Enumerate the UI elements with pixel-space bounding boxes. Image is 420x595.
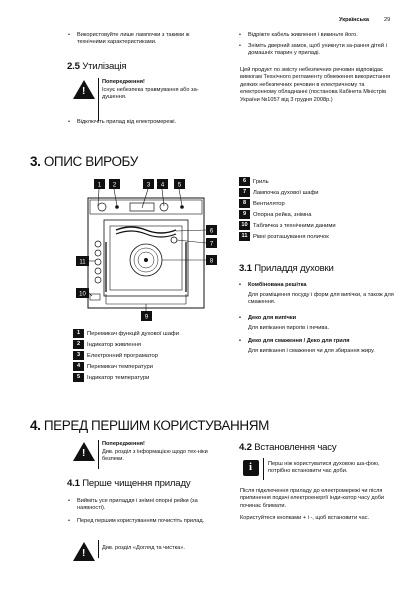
section-3-heading: 3. ОПИС ВИРОБУ — [30, 154, 138, 169]
callout-7 — [206, 238, 217, 248]
bullet-clean: Перед першим користуванням почистіть при… — [68, 518, 217, 526]
warning-title: Попередження! — [102, 79, 145, 85]
section-title: Встановлення часу — [254, 442, 337, 453]
legend-number: 6 — [239, 177, 250, 186]
callout-5 — [174, 179, 185, 189]
callout-2-text: 2 — [113, 183, 117, 189]
accessory-desc: Для випікання і смаження чи для збирання… — [248, 348, 375, 354]
section-number: 3.1 — [239, 263, 252, 274]
callout-10-text: 10 — [79, 292, 86, 298]
accessory-name: Комбінована решітка — [239, 282, 306, 290]
warning-divider — [98, 78, 99, 121]
section-number: 2.5 — [67, 61, 80, 72]
time-paragraph-2: Користуйтеся кнопками + і -, щоб встанов… — [240, 515, 370, 521]
legend-number: 10 — [239, 221, 250, 230]
legend-text: Табличка з технічними даними — [253, 223, 336, 229]
info-divider — [263, 458, 264, 480]
legend-text: Перемикач функцій духової шафи — [87, 331, 179, 337]
section-number: 3. — [30, 154, 41, 169]
section-title: Утилізація — [82, 61, 127, 72]
callout-8-text: 8 — [210, 259, 214, 265]
bullet-lamps: Використовуйте лише лампочки з такими ж … — [68, 32, 215, 47]
section-title: Приладдя духовки — [254, 263, 334, 274]
warning-text: Див. розділ з інформацією щодо тех-ніки … — [102, 449, 208, 463]
callout-5-text: 5 — [178, 183, 182, 189]
info-triangle-icon — [73, 542, 95, 561]
section-title: ОПИС ВИРОБУ — [43, 154, 138, 169]
callout-11 — [76, 256, 89, 266]
legend-text: Лампочка духової шафи — [253, 190, 319, 196]
accessory-desc: Для випікання пирогів і печива. — [248, 325, 329, 331]
callout-4-text: 4 — [161, 183, 165, 189]
bullet-cut-cable: Відріжте кабель живлення і викиньте його… — [239, 32, 398, 40]
section-title: ПЕРЕД ПЕРШИМ КОРИСТУВАННЯМ — [43, 418, 269, 433]
legend-left: 1 Перемикач функцій духової шафи 2 Індик… — [73, 329, 233, 389]
section-number: 4. — [30, 418, 41, 433]
section-number: 4.1 — [67, 478, 80, 489]
bullet-remove-accessories: Вийміть усе приладдя і знімні опорні рей… — [68, 498, 217, 513]
accessory-name: Деко для смаження / Деко для гриля — [239, 338, 350, 346]
warning-title: Попередження! — [102, 441, 145, 447]
accessory-desc: Для розміщення посуду і форм для випічки… — [248, 292, 394, 306]
callout-3 — [143, 179, 154, 189]
time-paragraph: Після підключення приладу до електромере… — [240, 488, 385, 509]
page-number: 29 — [384, 17, 391, 23]
legend-right: 6 Гриль 7 Лампочка духової шафи 8 Вентил… — [239, 177, 399, 247]
warning-divider — [98, 440, 99, 469]
warning-icon — [73, 80, 95, 99]
callout-1-text: 1 — [98, 183, 102, 189]
legend-text: Перемикач температури — [87, 364, 153, 370]
callout-7-text: 7 — [210, 242, 214, 248]
info-text: Перш ніж користуватися духовою ша-фою, п… — [268, 461, 380, 475]
legend-text: Рівні розташування поличок — [253, 234, 329, 240]
callout-9 — [141, 311, 152, 321]
bullet-disconnect: Відключіть прилад від електромережі. — [68, 119, 217, 127]
callout-6 — [206, 225, 217, 235]
section-title: Перше чищення приладу — [82, 478, 191, 489]
legend-text: Електронний програматор — [87, 353, 158, 359]
section-4-1-heading: 4.1 Перше чищення приладу — [67, 478, 191, 489]
oven-diagram: 1 2 3 4 5 6 7 8 11 10 — [76, 179, 217, 321]
accessory-name: Деко для випічки — [239, 315, 296, 323]
legend-number: 7 — [239, 188, 250, 197]
reference-text: Див. розділ «Догляд та чистка». — [102, 545, 185, 551]
callout-8 — [206, 255, 217, 265]
legend-number: 4 — [73, 362, 84, 371]
info-icon: i — [243, 460, 259, 476]
callout-9-text: 9 — [145, 315, 149, 321]
legend-text: Опорна рейка, знімна — [253, 212, 312, 218]
legend-text: Гриль — [253, 179, 269, 185]
warning-icon — [73, 442, 95, 461]
callout-6-text: 6 — [210, 229, 214, 235]
legend-text: Індикатор температури — [87, 375, 150, 381]
section-2-5-heading: 2.5 Утилізація — [67, 61, 127, 72]
legend-number: 2 — [73, 340, 84, 349]
section-3-1-heading: 3.1 Приладдя духовки — [239, 263, 334, 274]
callout-1 — [94, 179, 105, 189]
legend-number: 9 — [239, 210, 250, 219]
legend-number: 3 — [73, 351, 84, 360]
callout-2 — [109, 179, 120, 189]
callout-10 — [76, 288, 89, 298]
legend-number: 8 — [239, 199, 250, 208]
warning-text: Існує небезпека травмування або за-душен… — [102, 87, 199, 101]
legend-text: Індикатор живлення — [87, 342, 142, 348]
legend-text: Вентилятор — [253, 201, 285, 207]
section-number: 4.2 — [239, 442, 252, 453]
legend-number: 1 — [73, 329, 84, 338]
regulation-paragraph: Цей продукт по змісту небезпечних речови… — [240, 67, 391, 103]
legend-number: 5 — [73, 373, 84, 382]
callout-11-text: 11 — [79, 260, 86, 266]
bullet-door-lock: Зніміть дверний замок, щоб уникнути за-р… — [239, 43, 396, 58]
legend-number: 11 — [239, 232, 250, 241]
ref-divider — [98, 540, 99, 558]
callout-4 — [157, 179, 168, 189]
callout-3-text: 3 — [147, 183, 151, 189]
header-section: Українська — [339, 17, 370, 23]
section-4-2-heading: 4.2 Встановлення часу — [239, 442, 337, 453]
section-4-heading: 4. ПЕРЕД ПЕРШИМ КОРИСТУВАННЯМ — [30, 418, 269, 433]
